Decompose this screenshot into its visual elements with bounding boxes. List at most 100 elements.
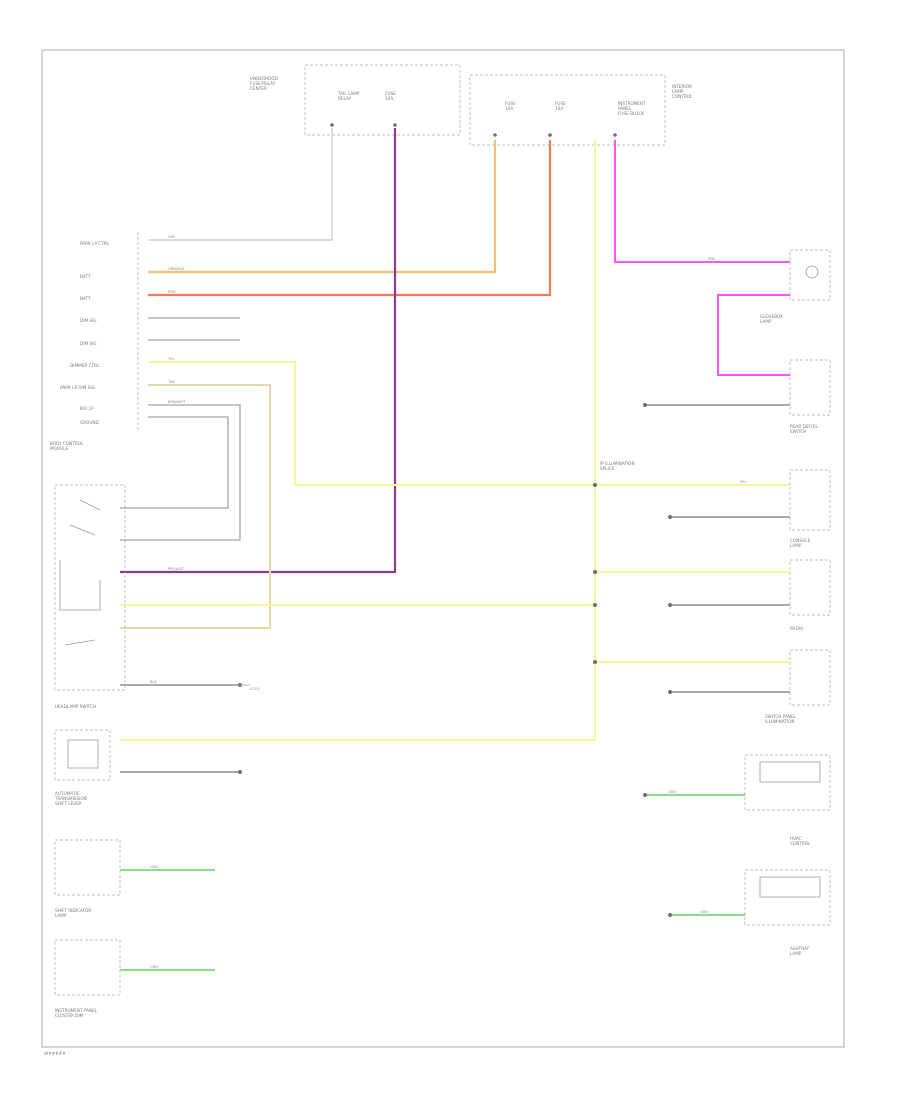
wire-label: GRN [150, 865, 158, 869]
wire-label: BLK [150, 680, 157, 684]
switch-contact [79, 499, 101, 511]
lamp-bulb-icon [805, 265, 819, 279]
wire-label: GRN [668, 790, 676, 794]
switch-panel-body [789, 649, 831, 706]
radio-body [789, 559, 831, 616]
fuse-a-terminal [330, 123, 334, 127]
bcm-pin-label: BATT [80, 274, 91, 279]
wire-label: GRY [168, 235, 176, 239]
relay-block [304, 64, 461, 136]
splice-dot [668, 603, 672, 607]
shift-lever-lamp [67, 739, 99, 769]
wire-label: GRN [150, 965, 158, 969]
fuse-b-terminal [393, 123, 397, 127]
splice-dot [668, 690, 672, 694]
bcm-pin-label: DIM SIG [80, 341, 97, 346]
splice-dot [643, 793, 647, 797]
wire-label: GRN [700, 910, 708, 914]
bcm-pin-label: PARK LP CTRL [80, 241, 110, 246]
wire-gray-park-ctrl [148, 128, 333, 241]
wire-label: YEL [740, 480, 746, 484]
wire-yellow-dimmer [148, 361, 595, 486]
splice-dot [643, 403, 647, 407]
wire-color-labels: GRY ORN/BLK RED YEL TAN BRN/WHT PPL/WHT … [150, 235, 746, 969]
fuse-c-terminal [493, 133, 497, 137]
hvac-control-body [744, 754, 831, 811]
cluster-dim-body [54, 939, 121, 996]
wire-label: RED [168, 290, 176, 294]
wire-magenta-interior-2 [717, 294, 790, 376]
fuse-d-terminal [548, 133, 552, 137]
bcm-pin-label: GROUND [80, 420, 99, 425]
switch-rheostat [59, 560, 101, 611]
headlamp-switch-body [54, 484, 126, 691]
wire-label: ORN/BLK [168, 267, 185, 271]
wire-label: BRN/WHT [168, 400, 186, 404]
console-lamp-body [789, 469, 831, 531]
bcm-pin-label: BATT [80, 296, 91, 301]
glovebox-lamp-body [789, 249, 831, 301]
shift-indicator-body [54, 839, 121, 896]
bcm-pin-label: DIM SIG [80, 318, 97, 323]
wire-magenta-interior [614, 140, 790, 263]
rear-defog-body [789, 359, 831, 416]
wire-label: PPL/WHT [168, 567, 185, 571]
fuse-e-terminal [613, 133, 617, 137]
switch-contact [64, 639, 96, 646]
switch-contact [69, 524, 96, 536]
ashtray-lamp-body [744, 869, 831, 926]
wire-purple-dimmer [120, 128, 397, 574]
wire-label: YEL [168, 357, 174, 361]
body-control-module: PARK LP CTRL BATT BATT DIM SIG DIM SIG D… [50, 232, 139, 451]
wire-tan-park-dim [120, 384, 271, 629]
headlamp-switch: HEADLAMP SWITCH [54, 484, 126, 709]
footer-code: W##### [44, 1051, 66, 1056]
ip-fuse-block [469, 74, 666, 146]
bcm-pin-label: PARK LP DIM SIG [60, 385, 95, 390]
wire-red-batt [148, 140, 552, 297]
wire-gray-bu-lp [120, 404, 241, 541]
ashtray-bulb [759, 876, 821, 898]
splice-dot [593, 570, 597, 574]
splice-dot [668, 515, 672, 519]
radio-label: RADIO [790, 626, 804, 631]
splice-dot [238, 770, 242, 774]
splice-dot [593, 603, 597, 607]
splice-dot [593, 660, 597, 664]
shift-lever-body [54, 729, 111, 781]
wire-gray-ground [120, 416, 229, 509]
hvac-lamp [759, 761, 821, 783]
wire-label: PNK [708, 257, 716, 261]
wire-label: TAN [167, 380, 175, 384]
bcm-pin-label: B/U LP [80, 406, 94, 411]
splice-dot [593, 483, 597, 487]
wires [120, 128, 790, 971]
headlamp-switch-label: HEADLAMP SWITCH [55, 704, 96, 709]
